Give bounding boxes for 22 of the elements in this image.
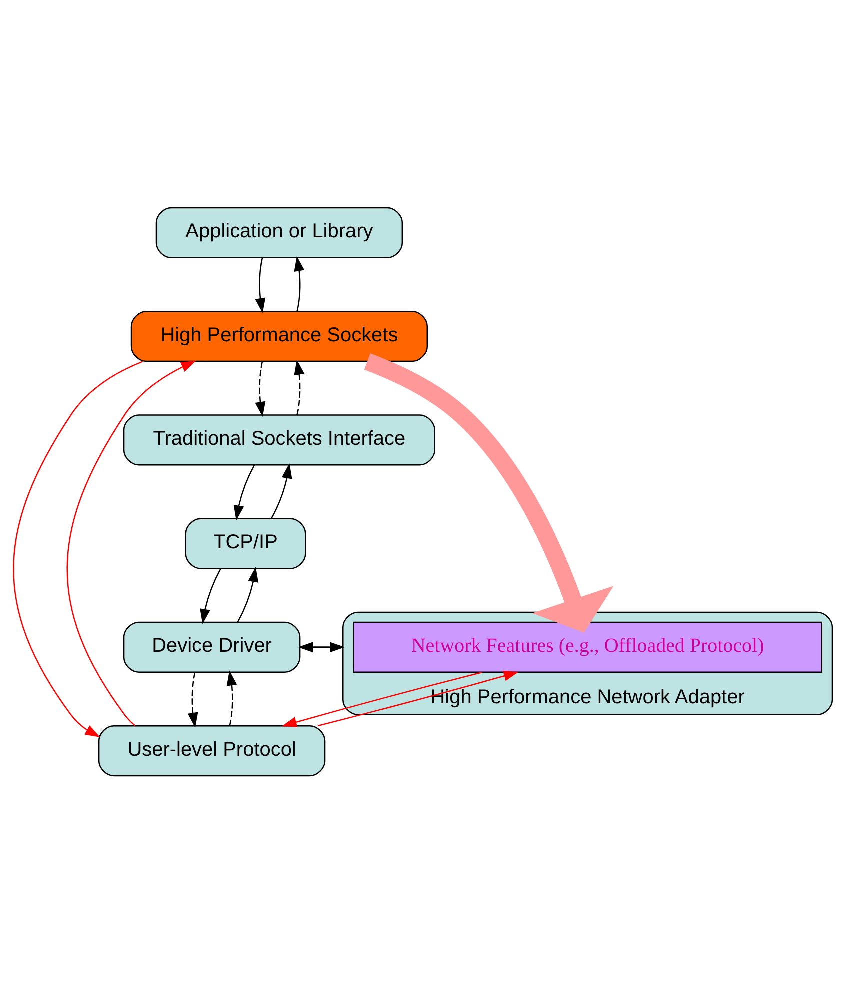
- arrow: [294, 360, 305, 416]
- node-box: TCP/IP: [185, 518, 306, 570]
- arrow: [188, 672, 198, 728]
- arrow: [66, 360, 196, 726]
- arrow: [226, 670, 238, 726]
- arrow: [255, 258, 266, 314]
- node-box: Application or Library: [156, 207, 404, 259]
- arrow: [255, 362, 266, 418]
- arrow: [318, 671, 519, 727]
- node-box: Network Features (e.g., Offloaded Protocol): [353, 622, 822, 674]
- arrow: [234, 465, 256, 521]
- node-box: Device Driver: [123, 622, 301, 674]
- arrow: [270, 464, 292, 520]
- arrow: [13, 361, 144, 738]
- arrow: [237, 567, 259, 623]
- node-box: Traditional Sockets Interface: [123, 414, 436, 466]
- arrow: [282, 672, 482, 728]
- arrow: [294, 256, 305, 312]
- arrow: [364, 354, 614, 633]
- node-box: User-level Protocol: [98, 725, 326, 777]
- arrow: [200, 568, 222, 624]
- node-box: High Performance Sockets: [130, 310, 428, 362]
